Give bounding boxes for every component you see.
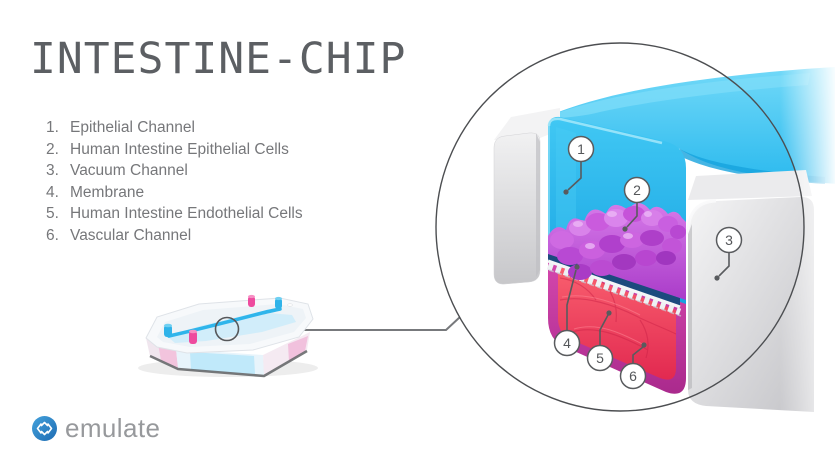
membrane-pore-shadows — [548, 269, 682, 317]
chip-blue-port-right-top — [275, 296, 282, 301]
legend-item-label: Vascular Channel — [70, 226, 192, 244]
chip-blue-port-right — [275, 298, 282, 309]
vacuum-channel-right — [688, 196, 814, 412]
chip-highlight-circle — [214, 316, 240, 342]
callout-3: 3 — [714, 226, 743, 281]
emulate-logo: emulate — [32, 415, 160, 442]
chip-bottom-edge — [149, 349, 308, 378]
epithelial-channel-top — [548, 67, 835, 184]
magnifier-connector-line — [238, 316, 461, 331]
chip-blue-port-left — [164, 325, 172, 337]
vacuum-channel-right-edge-shade — [688, 224, 692, 390]
callout-6: 6 — [619, 342, 647, 390]
chip-blue-port-left-top — [164, 323, 172, 328]
callout-1: 1 — [563, 135, 595, 195]
endothelial-cells-layer — [558, 266, 676, 380]
membrane-pores — [546, 262, 682, 316]
legend-item-number: 4. — [46, 183, 59, 201]
callout-1-number: 1 — [577, 141, 585, 157]
page-title: INTESTINE-CHIP — [30, 34, 407, 84]
legend-item-3: 3. Vacuum Channel — [46, 160, 303, 182]
legend-item-number: 6. — [46, 226, 59, 244]
legend-item-number: 1. — [46, 119, 59, 136]
legend-item-2: 2. Human Intestine Epithelial Cells — [46, 139, 303, 161]
chip-pink-port-right-top — [248, 294, 255, 299]
legend-item-1: 1. Epithelial Channel — [46, 117, 303, 139]
chip-pink-port-right — [248, 296, 255, 307]
epithelial-channel-top-highlight — [560, 73, 810, 118]
callout-3-number: 3 — [725, 232, 733, 248]
chip-channel-glow — [168, 312, 296, 343]
chip-pink-port-left-top — [189, 329, 197, 334]
magnifier-circle — [435, 42, 805, 412]
callout-6-number: 6 — [629, 368, 637, 384]
callout-3-dot — [714, 275, 720, 281]
legend-item-number: 5. — [46, 205, 59, 222]
callout-6-dot — [641, 342, 647, 348]
legend-item-4: 4. Membrane — [46, 182, 303, 204]
epithelial-channel-rim-top — [547, 117, 663, 145]
legend-list: 1. Epithelial Channel 2. Human Intestine… — [46, 117, 303, 246]
legend-item-5: 5. Human Intestine Endothelial Cells — [46, 203, 303, 225]
legend-item-label: Vacuum Channel — [70, 162, 188, 179]
epithelial-cell-bumps — [550, 206, 686, 280]
chip-front-cyan-tint — [190, 352, 255, 374]
callout-5: 5 — [586, 310, 614, 372]
chip-illustration — [138, 294, 318, 378]
legend-item-label: Epithelial Channel — [70, 119, 195, 136]
cross-section-view — [436, 43, 835, 412]
legend-item-number: 2. — [46, 140, 59, 158]
epithelial-channel-reflection — [556, 127, 576, 250]
callout-1-dot — [563, 189, 569, 195]
emulate-logo-icon — [32, 416, 57, 441]
endothelial-cell-boundaries — [559, 277, 677, 359]
vacuum-channel-left — [493, 132, 541, 285]
chip-pink-port-left — [189, 331, 197, 344]
legend-item-label: Human Intestine Epithelial Cells — [70, 140, 289, 158]
legend-item-label: Membrane — [70, 183, 145, 201]
chip-right-pink-tint — [288, 336, 308, 362]
callout-5-dot — [606, 310, 612, 316]
epithelial-cell-glints — [573, 211, 652, 249]
callout-5-number: 5 — [596, 350, 604, 366]
callout-2-dot — [622, 226, 628, 232]
legend-item-6: 6. Vascular Channel — [46, 225, 303, 247]
legend-item-label: Human Intestine Endothelial Cells — [70, 205, 303, 222]
callout-4: 4 — [553, 264, 581, 357]
vacuum-channel-right-rim — [686, 199, 717, 235]
chip-vent-hole — [287, 303, 293, 307]
vacuum-channel-left-top — [494, 108, 560, 140]
legend-item-number: 3. — [46, 162, 59, 179]
callout-2: 2 — [622, 176, 651, 232]
callout-2-number: 2 — [633, 182, 641, 198]
callout-4-number: 4 — [563, 335, 571, 351]
emulate-logo-text: emulate — [65, 413, 161, 443]
vacuum-channel-right-top — [688, 170, 812, 200]
callout-4-dot — [574, 264, 580, 270]
vacuum-channel-left-edge-shade — [536, 133, 540, 277]
